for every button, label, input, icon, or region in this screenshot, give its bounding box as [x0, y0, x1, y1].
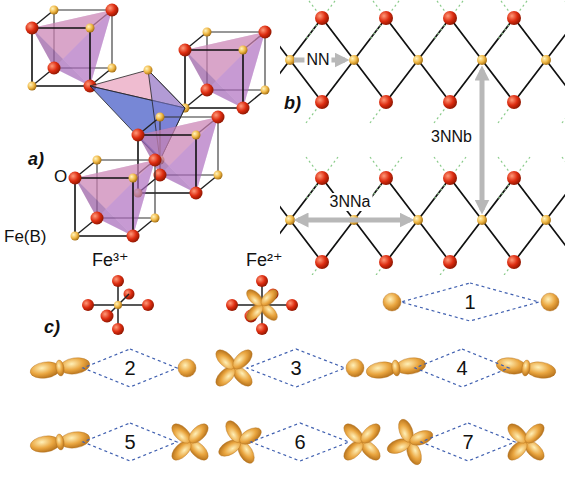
bond-number: 4: [456, 357, 467, 379]
dashed-rhombus: [415, 349, 509, 387]
distance-label: 3NNa: [328, 193, 373, 211]
ion-complex: [226, 275, 298, 335]
orbital-pair: [365, 356, 427, 380]
orbital-pair: [346, 359, 364, 377]
orbital-pair: [504, 420, 547, 463]
b-site-chains: [280, 0, 338, 123]
dashed-rhombus: [247, 349, 345, 387]
ion-label: Fe²⁺: [246, 251, 283, 271]
ion-complex: [244, 287, 281, 324]
spinel-b-site-cluster: [26, 4, 272, 243]
ion-label: Fe³⁺: [92, 251, 129, 271]
bond-number: 3: [290, 357, 301, 379]
bond-diamond: 3: [246, 348, 346, 388]
shared-octahedron: [144, 66, 153, 75]
orbital-pair: [340, 420, 383, 463]
orbital-pair: [214, 416, 267, 469]
spinel-b-site-cluster: [69, 154, 162, 243]
b-site-chains: [413, 11, 457, 109]
bond-number: 6: [294, 431, 305, 453]
spinel-b-site-cluster: [179, 26, 272, 115]
orbital-pair: [178, 359, 196, 377]
dashed-rhombus: [421, 423, 515, 461]
atom-label: O: [54, 168, 67, 187]
panel-label: a): [28, 150, 44, 170]
bond-diamond: 7: [420, 422, 516, 462]
dashed-rhombus: [83, 423, 177, 461]
b-site-chains: [280, 157, 338, 275]
orbital-pair: [383, 293, 401, 311]
distance-arrow: [294, 60, 482, 220]
orbital-pair: [495, 356, 557, 380]
panel-label: b): [284, 94, 301, 114]
dashed-rhombus: [251, 423, 349, 461]
dashed-rhombus: [401, 283, 539, 321]
bond-number: 7: [462, 431, 473, 453]
b-site-chains: [349, 11, 393, 109]
bond-diamond: 4: [414, 348, 510, 388]
b-site-chains: [541, 171, 565, 269]
spinel-b-site-cluster: [26, 4, 119, 93]
b-site-chains: [280, 0, 565, 275]
bond-diamond: 6: [250, 422, 350, 462]
bond-diamond: 1: [400, 282, 540, 322]
bond-number: 1: [464, 291, 475, 313]
bond-number: 5: [124, 431, 135, 453]
bond-number: 2: [124, 357, 135, 379]
orbital-pair: [29, 293, 559, 471]
dashed-rhombus: [83, 349, 177, 387]
panel-label: c): [44, 318, 60, 338]
distance-arrow: [298, 218, 410, 223]
ion-complex: [82, 275, 298, 335]
bond-diamond: 5: [82, 422, 178, 462]
distance-label: NN: [304, 51, 331, 69]
orbital-pair: [168, 420, 211, 463]
ion-complex: [82, 275, 154, 335]
b-site-chains: [541, 11, 565, 109]
orbital-pair: [212, 346, 255, 389]
atom-label: Fe(B): [4, 228, 47, 247]
orbital-pair: [541, 293, 559, 311]
b-site-chains: [413, 171, 457, 269]
orbital-pair: [381, 413, 438, 470]
distance-label: 3NNb: [429, 128, 474, 146]
distance-arrow: [480, 70, 485, 210]
bond-diamond: 2: [82, 348, 178, 388]
